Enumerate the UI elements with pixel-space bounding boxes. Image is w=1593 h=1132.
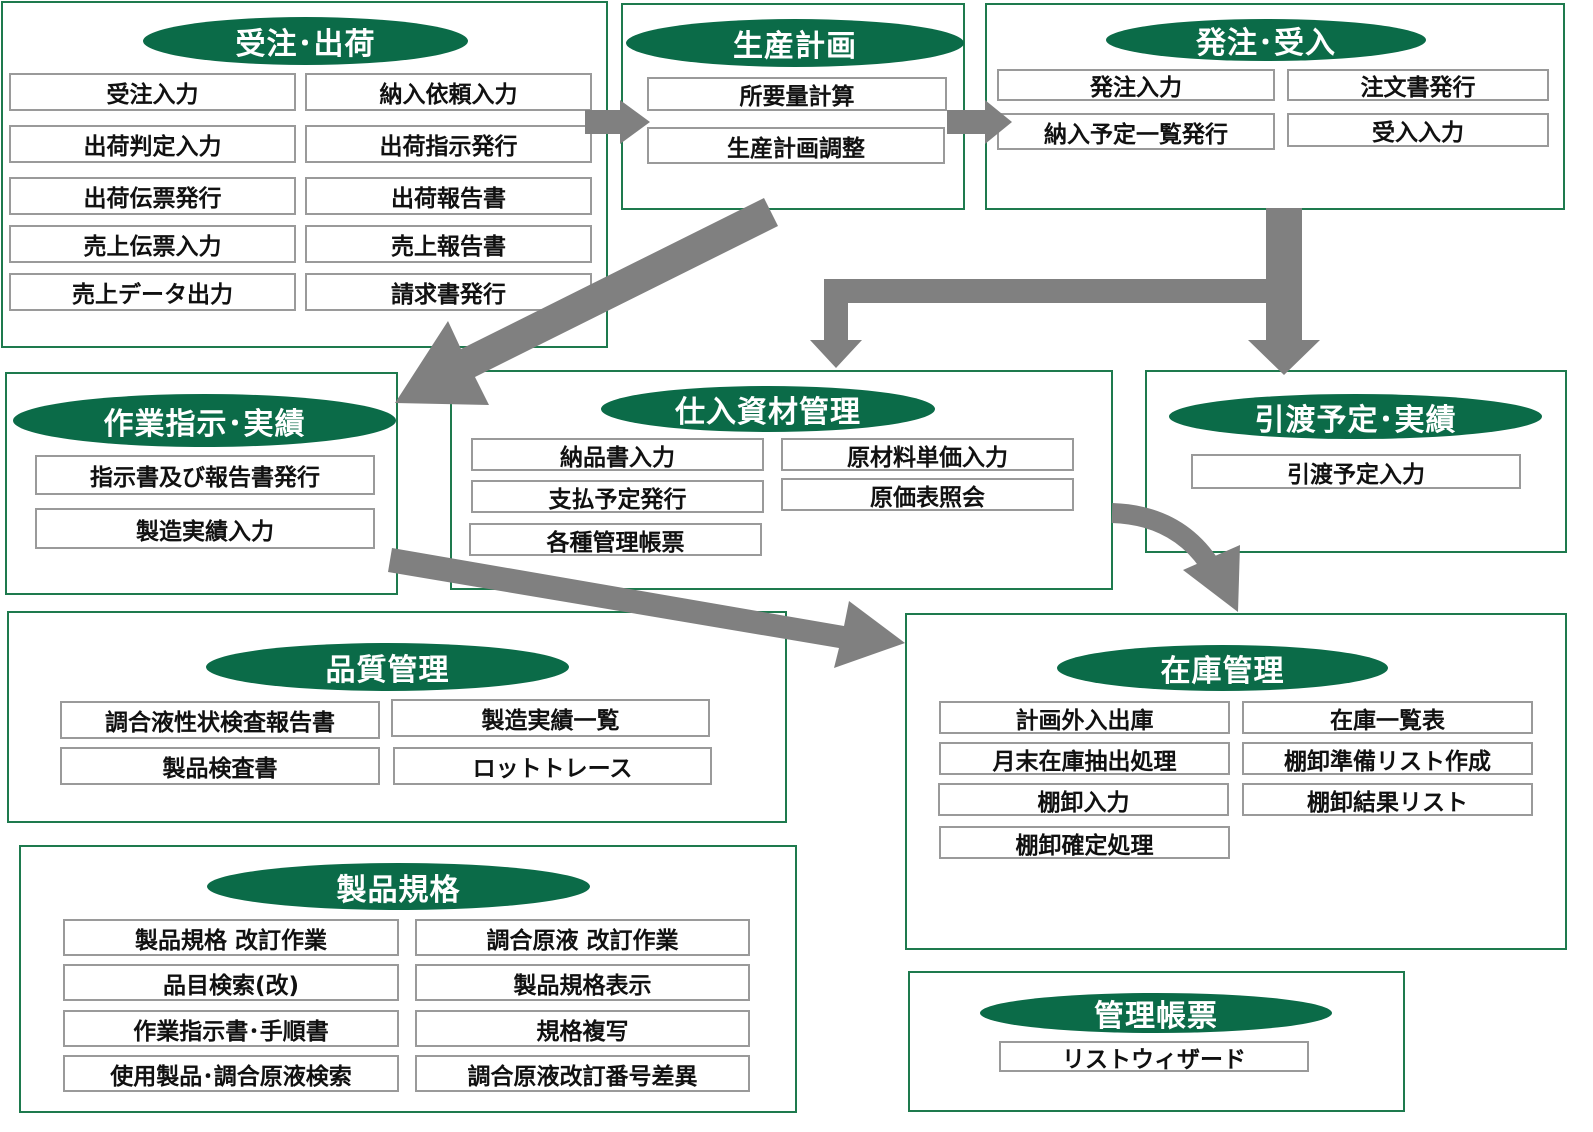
menu-item-stocktake-result-list[interactable]: 棚卸結果リスト xyxy=(1242,783,1533,816)
menu-item-instruction-sheet[interactable]: 指示書及び報告書発行 xyxy=(35,455,375,495)
menu-item-purchase-entry[interactable]: 発注入力 xyxy=(997,69,1275,101)
menu-item-lot-trace[interactable]: ロットトレース xyxy=(393,747,712,785)
panel-title-materials: 仕入資材管理 xyxy=(601,386,935,432)
panel-title-quality: 品質管理 xyxy=(206,643,569,691)
menu-item-work-procedure[interactable]: 作業指示書･手順書 xyxy=(63,1010,399,1047)
menu-item-unplanned-stock-io[interactable]: 計画外入出庫 xyxy=(939,701,1230,734)
arrow-purchase-to-handover xyxy=(1248,208,1320,375)
panel-title-order-shipping: 受注･出荷 xyxy=(143,17,468,65)
menu-item-list-wizard[interactable]: リストウィザード xyxy=(999,1041,1309,1072)
menu-item-product-inspection[interactable]: 製品検査書 xyxy=(60,747,380,785)
menu-item-used-product-search[interactable]: 使用製品･調合原液検索 xyxy=(63,1055,399,1092)
menu-item-spec-copy[interactable]: 規格複写 xyxy=(415,1010,750,1047)
panel-title-work-instructions: 作業指示･実績 xyxy=(13,394,396,447)
panel-title-reports: 管理帳票 xyxy=(980,993,1332,1034)
menu-item-shipping-instruction[interactable]: 出荷指示発行 xyxy=(305,125,592,163)
menu-item-shipping-judgment[interactable]: 出荷判定入力 xyxy=(9,125,296,163)
menu-item-handover-schedule[interactable]: 引渡予定入力 xyxy=(1191,454,1521,489)
menu-item-order-sheet[interactable]: 注文書発行 xyxy=(1287,69,1549,101)
arrow-branch-horizontal xyxy=(810,279,1302,368)
menu-item-order-entry[interactable]: 受注入力 xyxy=(9,73,296,111)
menu-item-receiving-entry[interactable]: 受入入力 xyxy=(1287,113,1549,147)
menu-item-stock-list[interactable]: 在庫一覧表 xyxy=(1242,701,1533,734)
menu-item-management-reports[interactable]: 各種管理帳票 xyxy=(469,523,762,556)
panel-title-production-plan: 生産計画 xyxy=(626,19,964,67)
menu-item-manufacturing-list[interactable]: 製造実績一覧 xyxy=(391,699,710,737)
menu-item-stock-solution-revision[interactable]: 調合原液 改訂作業 xyxy=(415,919,750,956)
panel-title-product-spec: 製品規格 xyxy=(207,863,590,910)
menu-item-production-adjust[interactable]: 生産計画調整 xyxy=(647,127,945,164)
menu-item-sales-slip[interactable]: 売上伝票入力 xyxy=(9,225,296,263)
menu-item-revision-diff[interactable]: 調合原液改訂番号差異 xyxy=(415,1055,750,1092)
menu-item-item-search[interactable]: 品目検索(改) xyxy=(63,964,399,1001)
menu-item-payment-schedule[interactable]: 支払予定発行 xyxy=(471,480,764,513)
menu-item-requirements-calc[interactable]: 所要量計算 xyxy=(647,77,947,111)
menu-item-stocktake-confirm[interactable]: 棚卸確定処理 xyxy=(939,826,1230,859)
menu-item-liquid-inspection-report[interactable]: 調合液性状検査報告書 xyxy=(60,701,380,739)
menu-item-stocktake-prep-list[interactable]: 棚卸準備リスト作成 xyxy=(1242,742,1533,775)
menu-item-stocktake-entry[interactable]: 棚卸入力 xyxy=(938,783,1229,816)
menu-item-sales-data-output[interactable]: 売上データ出力 xyxy=(9,273,296,311)
menu-item-manufacturing-result[interactable]: 製造実績入力 xyxy=(35,508,375,549)
menu-item-delivery-note[interactable]: 納品書入力 xyxy=(471,438,764,471)
menu-item-cost-table[interactable]: 原価表照会 xyxy=(781,478,1074,511)
menu-item-shipping-report[interactable]: 出荷報告書 xyxy=(305,177,592,215)
menu-item-invoice-issue[interactable]: 請求書発行 xyxy=(305,273,592,311)
menu-item-sales-report[interactable]: 売上報告書 xyxy=(305,225,592,263)
menu-item-material-unit-price[interactable]: 原材料単価入力 xyxy=(781,438,1074,471)
menu-item-shipping-slip[interactable]: 出荷伝票発行 xyxy=(9,177,296,215)
menu-item-delivery-schedule-list[interactable]: 納入予定一覧発行 xyxy=(997,113,1275,150)
panel-title-inventory: 在庫管理 xyxy=(1057,645,1388,691)
panel-title-handover: 引渡予定･実績 xyxy=(1169,394,1542,439)
menu-item-spec-revision[interactable]: 製品規格 改訂作業 xyxy=(63,919,399,956)
arrow-materials-to-inventory-head xyxy=(1183,545,1240,612)
menu-item-spec-display[interactable]: 製品規格表示 xyxy=(415,964,750,1001)
panel-title-purchase-receiving: 発注･受入 xyxy=(1106,19,1426,61)
menu-item-delivery-request[interactable]: 納入依頼入力 xyxy=(305,73,592,111)
menu-item-month-end-extract[interactable]: 月末在庫抽出処理 xyxy=(939,742,1230,775)
